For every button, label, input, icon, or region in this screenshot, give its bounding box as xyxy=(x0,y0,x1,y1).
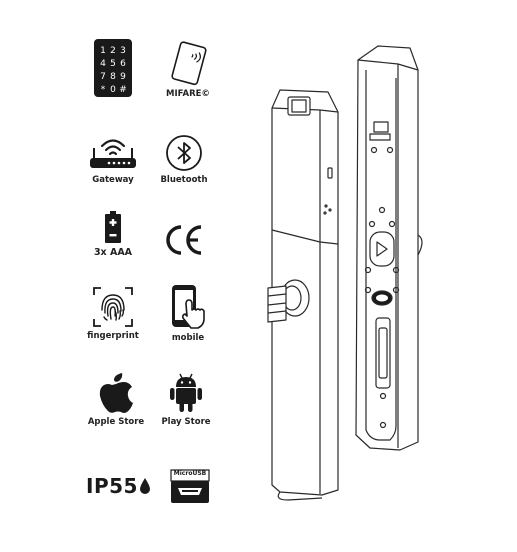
play-store-label: Play Store xyxy=(161,417,211,427)
keypad-key: 5 xyxy=(110,59,116,69)
gateway-feature: Gateway xyxy=(75,132,151,185)
mifare-label: MIFARE© xyxy=(166,89,210,99)
fingerprint-feature: fingerprint xyxy=(75,286,151,341)
keypad-key: 9 xyxy=(120,72,126,82)
keypad-key: * xyxy=(101,85,106,95)
ip55-text: IP55 xyxy=(86,474,138,498)
apple-logo-icon xyxy=(99,373,133,413)
mifare-feature: MIFARE© xyxy=(150,40,226,99)
keypad-key: 6 xyxy=(120,59,126,69)
ce-mark-icon xyxy=(166,225,202,255)
smart-door-lock-illustration xyxy=(267,45,423,501)
bluetooth-feature: Bluetooth xyxy=(146,134,222,185)
keypad-feature: 1 2 3 4 5 6 7 8 9 * 0 # xyxy=(75,38,151,98)
keypad-key: 4 xyxy=(100,59,106,69)
micro-usb-label: MicroUSB xyxy=(173,470,207,477)
keypad-key: 2 xyxy=(110,46,116,56)
keypad-key: # xyxy=(119,85,127,95)
bluetooth-icon xyxy=(166,135,202,171)
keypad-icon: 1 2 3 4 5 6 7 8 9 * 0 # xyxy=(94,39,132,97)
keypad-key: 1 xyxy=(100,46,106,56)
gateway-label: Gateway xyxy=(92,175,134,185)
rfid-card-icon xyxy=(171,41,207,86)
mobile-feature: mobile xyxy=(150,284,226,343)
keypad-key: 7 xyxy=(100,72,106,82)
battery-feature: 3x AAA xyxy=(75,210,151,258)
battery-label: 3x AAA xyxy=(93,247,133,258)
mobile-label: mobile xyxy=(171,333,205,343)
keypad-key: 3 xyxy=(120,46,126,56)
water-drop-icon xyxy=(139,478,150,494)
bluetooth-label: Bluetooth xyxy=(160,175,208,185)
micro-usb-port-icon xyxy=(170,469,210,503)
micro-usb-feature: MicroUSB xyxy=(169,469,211,505)
ce-feature xyxy=(146,222,222,258)
apple-store-label: Apple Store xyxy=(87,417,145,427)
ip55-rating: IP55 xyxy=(86,474,151,498)
android-feature: Play Store xyxy=(148,372,224,427)
fingerprint-icon xyxy=(93,287,133,327)
battery-icon xyxy=(105,211,121,243)
android-logo-icon xyxy=(170,373,202,412)
fingerprint-label: fingerprint xyxy=(87,331,139,341)
wifi-router-icon xyxy=(90,139,136,168)
apple-feature: Apple Store xyxy=(78,372,154,427)
mobile-touch-icon xyxy=(172,285,205,329)
keypad-key: 0 xyxy=(110,85,116,95)
keypad-key: 8 xyxy=(110,72,116,82)
